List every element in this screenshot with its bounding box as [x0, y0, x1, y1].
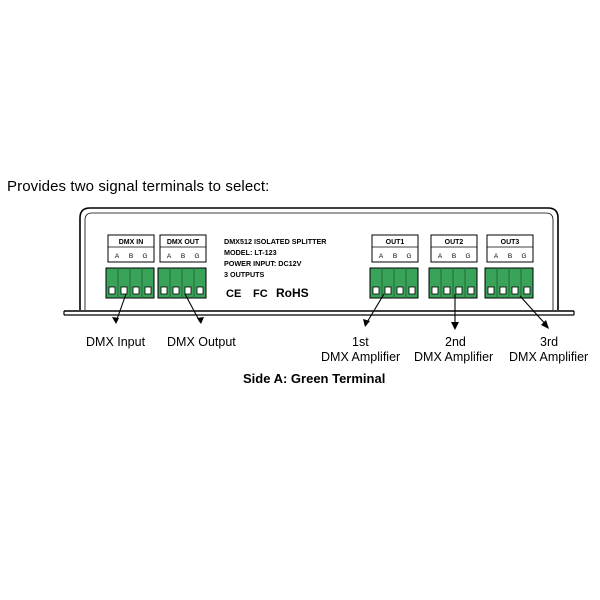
terminal-label-box: [107, 234, 155, 263]
terminal-dmx-in: DMX IN A B G: [105, 234, 155, 299]
terminal-label-box: [371, 234, 419, 263]
panel-line-3: POWER INPUT: DC12V: [224, 259, 302, 268]
terminal-label-box: [159, 234, 207, 263]
screw-slot: [396, 286, 404, 295]
label-dmx-input: DMX Input: [86, 335, 146, 349]
screw-slot: [499, 286, 507, 295]
screw-slot: [372, 286, 380, 295]
label-dmx-output: DMX Output: [167, 335, 236, 349]
label-amp3-ordinal: 3rd: [540, 335, 558, 349]
pin-label: G: [406, 253, 411, 260]
label-amp1-ordinal: 1st: [352, 335, 369, 349]
pin-label: A: [379, 253, 384, 260]
screw-slot: [523, 286, 531, 295]
screw-slot: [172, 286, 180, 295]
pin-label: G: [142, 253, 147, 260]
panel-label: DMX512 ISOLATED SPLITTER MODEL: LT-123 P…: [224, 237, 327, 300]
arrow-out1: [365, 293, 385, 325]
terminal-title: DMX OUT: [167, 239, 200, 246]
arrowhead-dmx-input: [112, 317, 119, 324]
screw-slot: [144, 286, 152, 295]
arrow-out3: [519, 295, 549, 328]
label-amp2: DMX Amplifier: [414, 350, 493, 364]
arrow-heads: [112, 317, 549, 330]
terminal-title: DMX IN: [119, 239, 144, 246]
terminal-label-box: [486, 234, 534, 263]
arrowhead-out3: [541, 320, 549, 329]
arrowhead-dmx-output: [197, 317, 204, 324]
pin-label: B: [181, 253, 185, 260]
arrow-dmx-input: [115, 293, 127, 323]
screw-slot: [108, 286, 116, 295]
screw-slot: [160, 286, 168, 295]
screw-slot: [384, 286, 392, 295]
label-amp1: DMX Amplifier: [321, 350, 400, 364]
pin-label: B: [393, 253, 397, 260]
screw-slot: [467, 286, 475, 295]
screw-slot: [511, 286, 519, 295]
pin-label: A: [115, 253, 120, 260]
label-amp3: DMX Amplifier: [509, 350, 588, 364]
pin-label: A: [167, 253, 172, 260]
screw-slot: [120, 286, 128, 295]
pin-label: A: [438, 253, 443, 260]
screw-slot: [408, 286, 416, 295]
intro-text: Provides two signal terminals to select:: [7, 178, 270, 195]
panel-line-2: MODEL: LT-123: [224, 248, 277, 257]
pin-label: G: [465, 253, 470, 260]
terminal-label-box: [430, 234, 478, 263]
arrowhead-out1: [363, 319, 370, 327]
screw-slot: [443, 286, 451, 295]
fc-mark-icon: FC: [253, 288, 268, 300]
pin-label: G: [194, 253, 199, 260]
pin-label: A: [494, 253, 499, 260]
diagram-caption: Side A: Green Terminal: [243, 371, 385, 386]
terminal-title: OUT2: [445, 239, 464, 246]
ce-mark-icon: CE: [226, 288, 241, 300]
screw-slot: [184, 286, 192, 295]
pin-label: B: [129, 253, 133, 260]
arrowhead-out2: [451, 322, 459, 330]
pin-label: B: [508, 253, 512, 260]
rohs-mark: RoHS: [276, 286, 309, 300]
label-amp2-ordinal: 2nd: [445, 335, 466, 349]
terminal-title: OUT3: [501, 239, 520, 246]
screw-slot: [487, 286, 495, 295]
panel-line-1: DMX512 ISOLATED SPLITTER: [224, 237, 327, 246]
screw-slot: [431, 286, 439, 295]
pin-label: B: [452, 253, 456, 260]
screw-slot: [196, 286, 204, 295]
terminal-title: OUT1: [386, 239, 405, 246]
screw-slot: [132, 286, 140, 295]
terminal-dmx-out: DMX OUT A B G: [157, 234, 207, 299]
screw-slot: [455, 286, 463, 295]
pin-label: G: [521, 253, 526, 260]
panel-line-4: 3 OUTPUTS: [224, 270, 265, 279]
leader-arrows: [115, 293, 549, 328]
arrow-dmx-output: [184, 293, 201, 323]
